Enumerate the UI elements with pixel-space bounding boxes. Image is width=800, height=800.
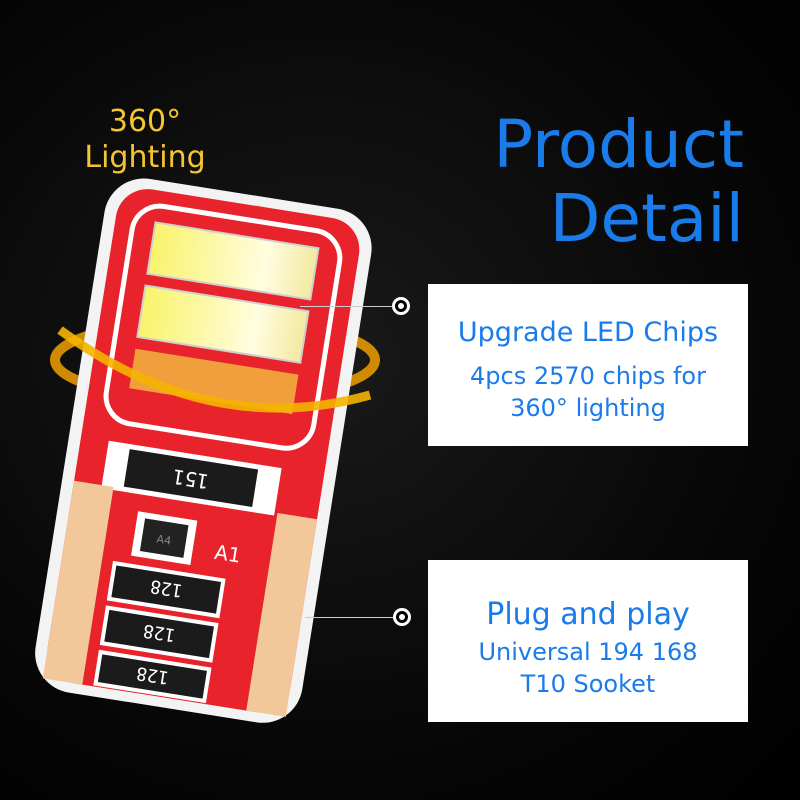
led-chip — [136, 284, 310, 364]
feature-desc-line-1: Universal 194 168 — [478, 638, 698, 666]
chip-frame — [103, 203, 343, 451]
contact-pad-right — [246, 513, 318, 717]
led-chip — [146, 221, 320, 301]
connector-dot-2 — [393, 608, 411, 626]
resistor-128 — [93, 649, 212, 704]
connector-line-1 — [300, 306, 392, 307]
lighting-badge: 360° Lighting — [70, 104, 220, 176]
resistor-128-label: 128 — [149, 575, 184, 601]
feature-desc-line-2: 360° lighting — [510, 394, 666, 422]
resistor-128 — [99, 605, 219, 663]
badge-line-2: Lighting — [84, 140, 206, 175]
led-chip — [129, 348, 299, 415]
badge-line-1: 360° — [108, 104, 182, 139]
feature-title: Plug and play — [486, 597, 690, 632]
feature-panel-plug-and-play: Plug and play Universal 194 168 T10 Sook… — [428, 560, 748, 722]
headline-line-1: Product — [493, 106, 744, 183]
headline-line-2: Detail — [549, 180, 744, 257]
resistor-151 — [123, 449, 259, 507]
resistor-128 — [106, 560, 226, 619]
marking-a1: A1 — [213, 540, 243, 568]
resistor-151-label: 151 — [171, 464, 210, 493]
feature-panel-led-chips: Upgrade LED Chips 4pcs 2570 chips for 36… — [428, 284, 748, 446]
resistor-128-label: 128 — [135, 662, 170, 688]
feature-desc-line-2: T10 Sooket — [520, 670, 656, 698]
feature-desc-line-1: 4pcs 2570 chips for — [470, 362, 706, 390]
connector-line-2 — [305, 617, 393, 618]
feature-title: Upgrade LED Chips — [457, 317, 719, 348]
resistor-128-label: 128 — [142, 620, 177, 646]
lighting-ring-front — [57, 326, 372, 413]
component-a4-label: A4 — [156, 533, 172, 548]
connector-dot-1 — [392, 297, 410, 315]
headline: Product Detail — [493, 108, 744, 256]
component-a4 — [139, 518, 189, 558]
contact-pad-left — [42, 480, 114, 685]
